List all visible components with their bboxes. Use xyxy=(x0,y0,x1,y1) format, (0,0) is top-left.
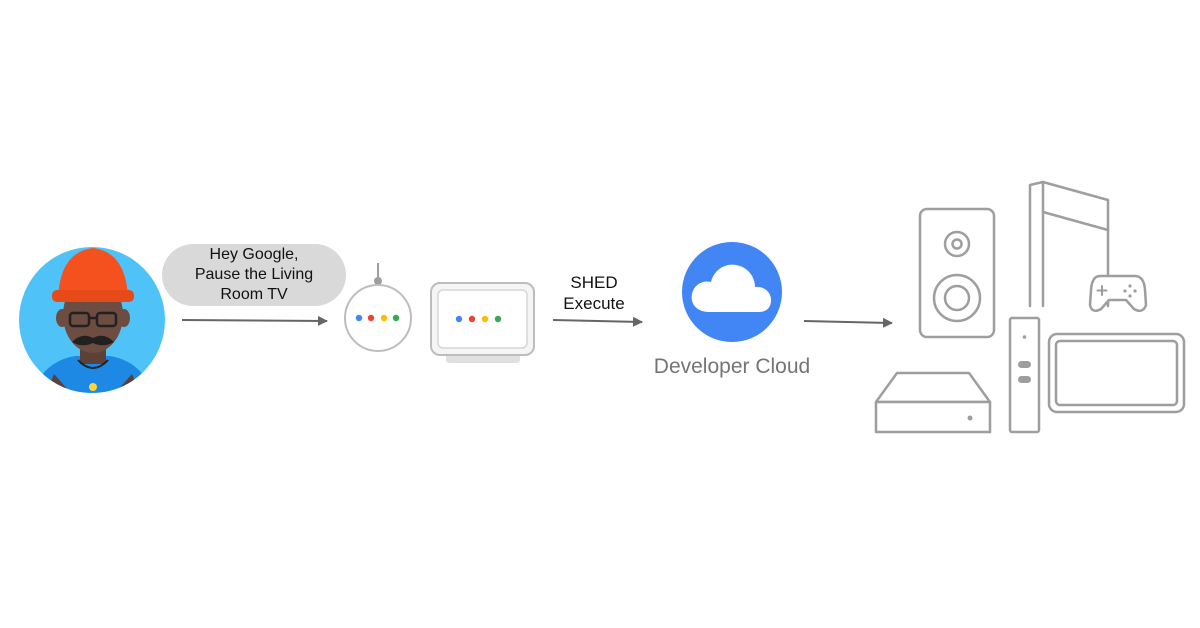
speech-bubble: Hey Google, Pause the Living Room TV xyxy=(162,244,346,306)
speaker-icon xyxy=(918,207,996,339)
speech-line: Room TV xyxy=(220,286,288,303)
game-console-icon xyxy=(1028,180,1110,308)
smart-speaker-icon xyxy=(344,263,412,352)
arrow-to-cloud xyxy=(552,316,643,327)
speech-line: Hey Google, xyxy=(209,246,299,263)
arrow-to-devices xyxy=(803,317,893,328)
gamepad-icon xyxy=(1088,274,1148,313)
intent-label: SHED Execute xyxy=(548,272,640,314)
tv-icon xyxy=(1047,332,1186,414)
smart-display-icon xyxy=(430,282,535,363)
speech-line: Pause the Living xyxy=(194,266,314,283)
cloud-icon xyxy=(682,242,782,342)
speech-text: Hey Google, Pause the Living Room TV xyxy=(195,245,313,305)
cloud-label: Developer Cloud xyxy=(653,355,811,378)
streaming-stick-icon xyxy=(1008,316,1041,434)
intent-line: Execute xyxy=(563,294,625,313)
user-avatar-icon xyxy=(19,247,165,393)
intent-line: SHED xyxy=(570,273,618,292)
set-top-box-icon xyxy=(874,371,992,434)
arrow-to-speaker xyxy=(181,315,328,326)
